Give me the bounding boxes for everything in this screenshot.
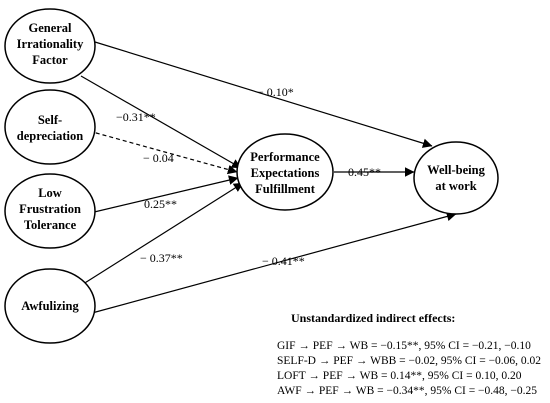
indirect-effect-gif: GIF → PEF → WB = −0.15**, 95% CI = −0.21… (277, 340, 531, 352)
coef-self-pef: − 0.04 (143, 151, 174, 165)
node-awf-label-1: Awfulizing (21, 299, 79, 313)
path-self-to-pef (88, 130, 238, 175)
node-pef-label-2: Expectations (251, 166, 320, 180)
node-lft-label-3: Tolerance (24, 218, 77, 232)
indirect-effects-block: Unstandardized indirect effects: GIF → P… (277, 311, 541, 397)
path-awf-to-pef (79, 182, 244, 287)
indirect-effect-lft: LOFT → PEF → WB = 0.14**, 95% CI = 0.10,… (277, 370, 522, 382)
coef-lft-pef: 0.25** (144, 197, 177, 211)
coef-gif-pef: −0.31** (116, 110, 156, 124)
node-general-irrationality-factor: General Irrationality Factor (4, 8, 96, 84)
indirect-effects-title: Unstandardized indirect effects: (291, 311, 455, 325)
node-lft-label-1: Low (38, 186, 62, 200)
path-gif-to-pef (80, 75, 242, 169)
node-gif-label-1: General (28, 21, 72, 35)
node-lft-label-2: Frustration (19, 202, 81, 216)
node-gif-label-3: Factor (32, 53, 68, 67)
path-awf-to-wb (91, 211, 457, 314)
node-awfulizing: Awfulizing (4, 268, 96, 344)
path-gif-to-wb (94, 41, 433, 148)
node-self-depreciation: Self- depreciation (4, 89, 96, 165)
path-lft-to-pef (89, 175, 239, 214)
node-pef-label-1: Performance (250, 150, 320, 164)
indirect-effect-self: SELF-D → PEF → WBB = −0.02, 95% CI = −0.… (277, 355, 541, 367)
coef-pef-wb: 0.45** (348, 165, 381, 179)
coef-awf-pef: − 0.37** (140, 251, 183, 265)
node-performance-expectations-fulfillment: Performance Expectations Fulfillment (236, 133, 334, 211)
node-pef-label-3: Fulfillment (255, 182, 316, 196)
coef-gif-wb: − 0.10* (257, 85, 294, 99)
node-gif-label-2: Irrationality (17, 37, 84, 51)
node-wb-label-1: Well-being (427, 163, 485, 177)
node-well-being-at-work: Well-being at work (413, 141, 499, 215)
node-self-label-2: depreciation (17, 129, 83, 143)
coef-awf-wb: − 0.41** (262, 254, 305, 268)
node-wb-label-2: at work (435, 179, 476, 193)
node-self-label-1: Self- (38, 113, 62, 127)
node-low-frustration-tolerance: Low Frustration Tolerance (4, 173, 96, 249)
indirect-effect-awf: AWF → PEF → WB = −0.34**, 95% CI = −0.48… (277, 385, 537, 397)
